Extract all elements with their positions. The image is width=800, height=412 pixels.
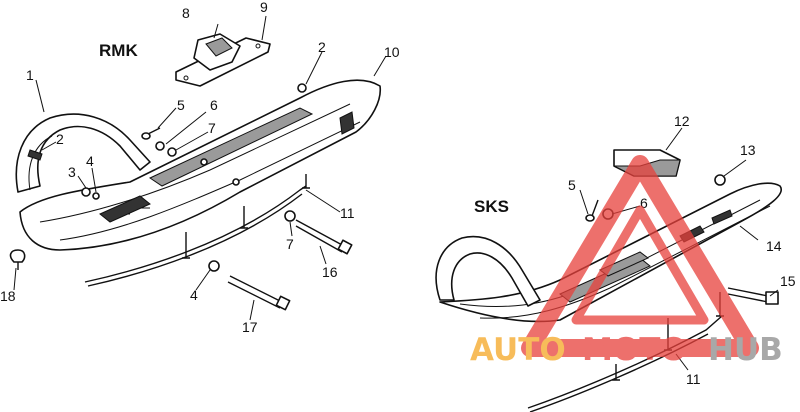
rmk-callout-18: 18 bbox=[0, 288, 16, 304]
rmk-callout-2: 2 bbox=[56, 131, 64, 147]
sks-callout-12: 12 bbox=[674, 113, 690, 129]
sks-wear-bar bbox=[527, 315, 723, 409]
sks-bolt-15 bbox=[727, 287, 769, 297]
sks-ski-assembly bbox=[435, 182, 783, 412]
rmk-saddle bbox=[175, 33, 271, 87]
rmk-ski-loop bbox=[15, 113, 151, 193]
rmk-callout-10: 10 bbox=[384, 44, 400, 60]
rmk-bolt-17 bbox=[229, 275, 283, 303]
rmk-callout-8: 8 bbox=[182, 5, 190, 21]
rmk-callout-3: 3 bbox=[68, 164, 76, 180]
sks-callout-5: 5 bbox=[568, 177, 576, 193]
sks-callout-6: 6 bbox=[640, 195, 648, 211]
rmk-callout-7b: 7 bbox=[286, 236, 294, 252]
watermark: AUTO MOTO HUB bbox=[470, 155, 783, 368]
rmk-callout-4: 4 bbox=[86, 153, 94, 169]
rmk-callout-16: 16 bbox=[322, 264, 338, 280]
watermark-text-hub: HUB bbox=[708, 332, 783, 368]
sks-callout-14: 14 bbox=[766, 238, 782, 254]
rmk-callout-1: 1 bbox=[26, 67, 34, 83]
rmk-bolt-16 bbox=[295, 219, 345, 247]
sks-callout-15: 15 bbox=[780, 273, 796, 289]
rmk-callout-numbers: 1 2 3 4 5 6 7 8 9 2 10 11 7 16 4 17 18 bbox=[0, 0, 400, 335]
sks-section-label: SKS bbox=[474, 197, 509, 216]
sks-callout-11: 11 bbox=[686, 371, 701, 387]
watermark-text-moto: MOTO bbox=[582, 332, 687, 368]
rmk-tip-clip bbox=[9, 249, 26, 263]
sks-ski-body bbox=[439, 182, 783, 323]
rmk-callout-5: 5 bbox=[177, 97, 185, 113]
rmk-callout-11: 11 bbox=[340, 205, 355, 221]
watermark-triangle-icon bbox=[521, 155, 759, 357]
rmk-wear-bar bbox=[84, 185, 307, 283]
rmk-callout-9: 9 bbox=[260, 0, 268, 15]
rmk-callout-2b: 2 bbox=[318, 39, 326, 55]
sks-callout-13: 13 bbox=[740, 142, 756, 158]
rmk-section-label: RMK bbox=[99, 41, 138, 60]
rmk-callout-6: 6 bbox=[210, 97, 218, 113]
rmk-ski-assembly bbox=[9, 79, 381, 287]
watermark-text-auto: AUTO bbox=[470, 332, 566, 368]
rmk-callout-4b: 4 bbox=[190, 287, 198, 303]
rmk-hardware bbox=[27, 83, 353, 311]
rmk-callout-17: 17 bbox=[242, 319, 258, 335]
rmk-leader-lines bbox=[13, 15, 387, 321]
sks-ski-loop bbox=[435, 235, 541, 307]
rmk-callout-7: 7 bbox=[208, 120, 216, 136]
sks-callout-numbers: 12 13 5 6 14 15 11 bbox=[568, 113, 796, 387]
